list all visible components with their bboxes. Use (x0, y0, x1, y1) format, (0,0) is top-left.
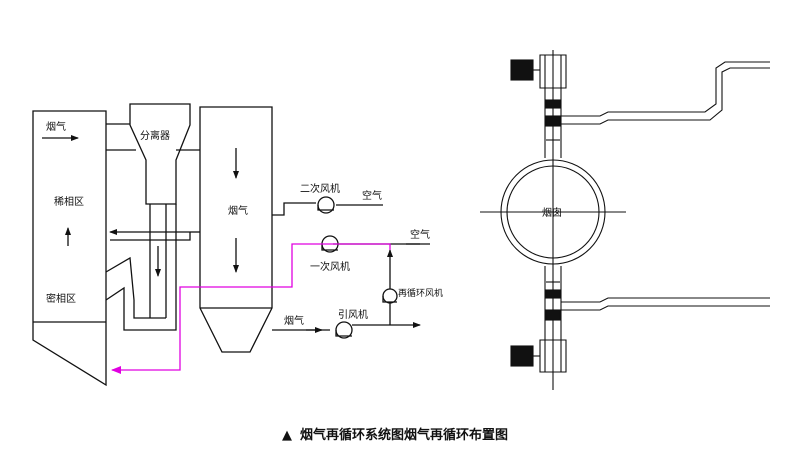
triangle-marker-icon: ▲ (281, 428, 292, 443)
label-secondary-fan: 二次风机 (300, 182, 340, 195)
label-primary-fan: 一次风机 (310, 260, 350, 273)
recirc-fan-icon (382, 288, 398, 304)
label-air-top: 空气 (362, 189, 382, 202)
label-recirc-fan: 再循环风机 (398, 287, 443, 299)
rear-shaft (199, 106, 273, 353)
system-labels: 烟气 分离器 稀相区 密相区 烟气 二次风机 空气 空气 一次风机 再循环风机 … (46, 120, 443, 327)
induced-fan-icon (335, 321, 353, 339)
flue-circle (500, 159, 606, 265)
secondary-fan-icon (317, 196, 335, 214)
label-flue: 烟囱 (542, 206, 562, 219)
label-flue-gas-top: 烟气 (46, 120, 66, 133)
label-flue-gas-shaft: 烟气 (228, 204, 248, 217)
separator (129, 103, 191, 205)
system-diagram (32, 103, 430, 387)
label-flue-gas-bottom: 烟气 (284, 314, 304, 327)
label-dense-zone: 密相区 (46, 292, 76, 305)
label-dilute-zone: 稀相区 (54, 195, 84, 208)
recirculation-path (111, 243, 391, 374)
layout-drawing (480, 50, 770, 390)
caption-text: 烟气再循环系统图烟气再循环布置图 (299, 428, 508, 443)
label-air-mid: 空气 (410, 228, 430, 241)
figure-caption: ▲ 烟气再循环系统图烟气再循环布置图 (0, 424, 790, 443)
label-separator: 分离器 (140, 129, 170, 142)
motor-top-icon (510, 59, 540, 81)
furnace (32, 110, 107, 387)
motor-bottom-icon (510, 345, 540, 367)
label-induced-fan: 引风机 (338, 308, 368, 321)
